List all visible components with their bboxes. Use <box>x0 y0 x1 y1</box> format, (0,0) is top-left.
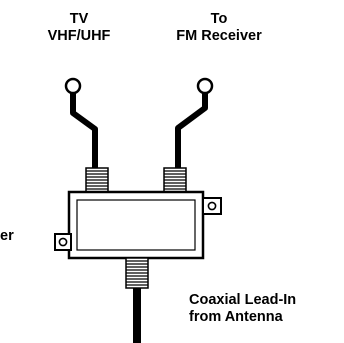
tv-vhf-uhf-label: TV VHF/UHF <box>33 11 125 45</box>
fm-label-line-1: To <box>210 11 228 27</box>
tv-threaded-connector <box>85 167 109 193</box>
coaxial-cable <box>133 288 141 343</box>
fm-label-line-2: FM Receiver <box>176 28 262 44</box>
fm-threaded-connector <box>163 167 187 193</box>
left-mounting-tab <box>54 233 72 251</box>
fm-lead-wire <box>175 90 208 171</box>
cropped-edge-label: er <box>0 228 14 244</box>
splitter-body <box>67 190 205 260</box>
antenna-threaded-connector <box>125 257 149 289</box>
tv-ring-terminal <box>64 77 82 95</box>
coaxial-lead-in-label: Coaxial Lead-In from Antenna <box>189 292 296 326</box>
right-mounting-tab <box>202 197 222 215</box>
fm-receiver-label: To FM Receiver <box>159 11 279 45</box>
tv-label-line-2: VHF/UHF <box>47 28 111 44</box>
tv-lead-wire <box>70 90 98 171</box>
coax-label-line-1: Coaxial Lead-In <box>189 292 297 308</box>
coax-label-line-2: from Antenna <box>189 309 283 325</box>
fm-ring-terminal <box>196 77 214 95</box>
tv-label-line-1: TV <box>69 11 89 27</box>
